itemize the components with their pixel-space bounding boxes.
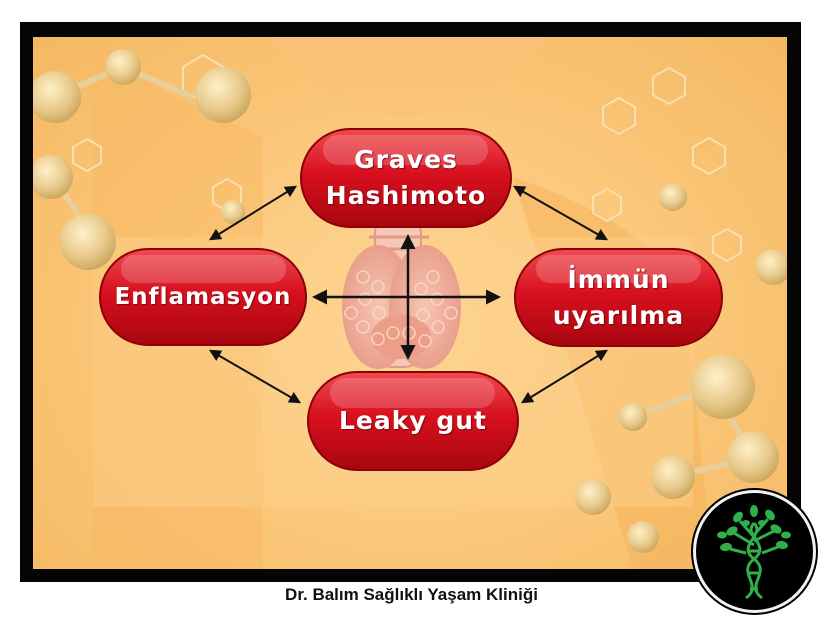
diagram-canvas xyxy=(33,37,787,569)
diagram-scene: Graves Hashimoto Enflamasyon İmmün uyarı… xyxy=(33,37,787,569)
pill-left-line-1: Enflamasyon xyxy=(114,284,292,310)
arrow-right-bottom xyxy=(520,349,609,404)
tree-dna-icon xyxy=(717,505,791,600)
clinic-logo xyxy=(693,490,816,613)
pill-right-line-1: İmmün xyxy=(567,264,670,294)
connection-arrows xyxy=(208,185,609,404)
pill-bottom-line-1: Leaky gut xyxy=(338,406,488,435)
pill-top-label: Graves Hashimoto xyxy=(301,129,511,227)
pill-bottom xyxy=(307,371,519,471)
pill-left-label: Enflamasyon xyxy=(100,249,306,345)
pill-bottom-label: Leaky gut xyxy=(308,372,518,470)
center-cross-arrows xyxy=(312,234,501,360)
pill-top xyxy=(300,128,512,228)
pill-left xyxy=(99,248,307,346)
arrow-left-bottom xyxy=(208,349,302,404)
pill-right xyxy=(514,248,723,347)
molecule-balls xyxy=(33,49,787,553)
pill-right-label: İmmün uyarılma xyxy=(515,249,722,346)
pill-top-line-2: Hashimoto xyxy=(325,181,487,210)
pill-top-line-1: Graves xyxy=(354,145,458,174)
pill-right-line-2: uyarılma xyxy=(552,300,685,330)
arrow-top-left xyxy=(208,185,298,241)
arrow-top-right xyxy=(512,185,609,241)
footer-caption: Dr. Balım Sağlıklı Yaşam Kliniği xyxy=(285,585,538,604)
